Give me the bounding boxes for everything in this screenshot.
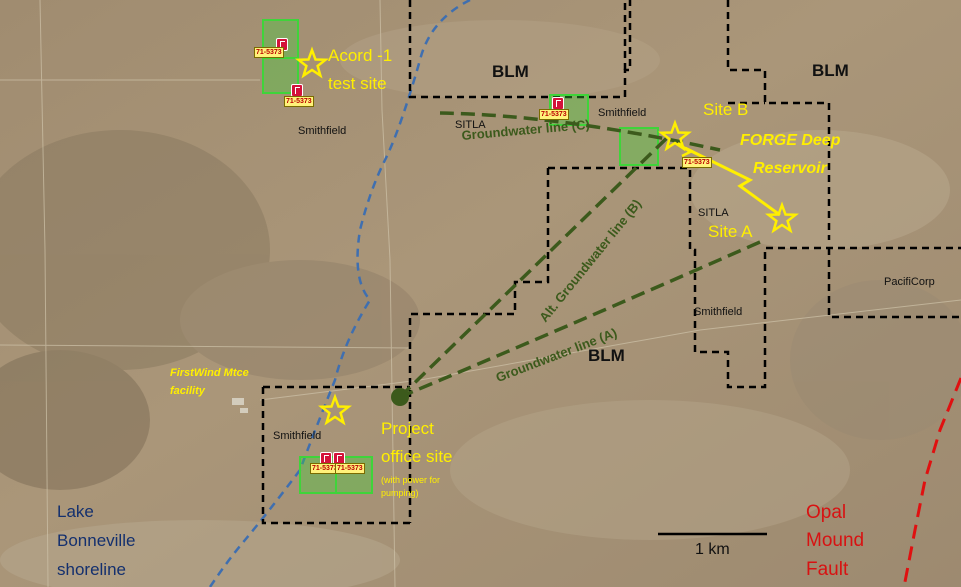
site-label-site-b: Site B: [703, 100, 749, 119]
ownership-boundaries: [261, 0, 961, 525]
scale-bar-label: 1 km: [695, 541, 730, 558]
permit-label: 71-5373: [682, 157, 712, 168]
site-label-project: Project: [381, 419, 434, 438]
ownership-label-smithfield: Smithfield: [298, 125, 347, 137]
ownership-label-sitla: SITLA: [698, 207, 729, 219]
permit-label: 71-5373: [254, 47, 284, 58]
site-stars: [295, 46, 799, 426]
star-icon: [295, 46, 329, 79]
shoreline-label: Lake: [57, 502, 94, 521]
site-label-site-a: Site A: [708, 222, 753, 241]
star-icon: [765, 201, 799, 234]
ownership-label-smithfield: Smithfield: [598, 107, 647, 119]
ownership-label-pacificorp: PacifiCorp: [884, 276, 935, 288]
fault-label: Mound: [806, 530, 865, 551]
ownership-label-sitla: SITLA: [455, 119, 486, 131]
permit-label: 71-5373: [284, 96, 314, 107]
ownership-label-smithfield: Smithfield: [694, 306, 743, 318]
pump-point: [391, 388, 409, 406]
site-note-project: pumping): [381, 488, 419, 498]
ownership-label-blm: BLM: [588, 346, 625, 365]
fault-line: [902, 377, 961, 587]
site-label-firstwind: FirstWind Mtce: [170, 367, 249, 379]
ownership-label-blm: BLM: [812, 61, 849, 80]
ownership-label-smithfield: Smithfield: [273, 430, 322, 442]
shoreline-label: Bonneville: [57, 531, 136, 550]
shoreline-label: shoreline: [57, 560, 126, 579]
site-label-forge: Reservoir: [753, 160, 827, 177]
facility-marker: [232, 398, 248, 413]
permit-label: 71-5373: [539, 109, 569, 120]
site-label-forge: FORGE Deep: [740, 132, 841, 149]
site-label-acord: test site: [328, 74, 387, 93]
fault-label: Opal: [806, 502, 847, 523]
site-label-acord: Acord -1: [328, 46, 393, 65]
site-note-project: (with power for: [381, 475, 441, 485]
star-icon: [318, 393, 352, 426]
ownership-label-blm: BLM: [492, 62, 529, 81]
fault-label: Fault: [806, 559, 849, 580]
permit-label: 71-5373: [335, 463, 365, 474]
site-label-project: office site: [381, 447, 453, 466]
terrain-texture: [0, 20, 961, 587]
groundwater-lines: [398, 111, 761, 399]
star-icon: [658, 119, 692, 152]
site-label-firstwind: facility: [170, 385, 205, 397]
